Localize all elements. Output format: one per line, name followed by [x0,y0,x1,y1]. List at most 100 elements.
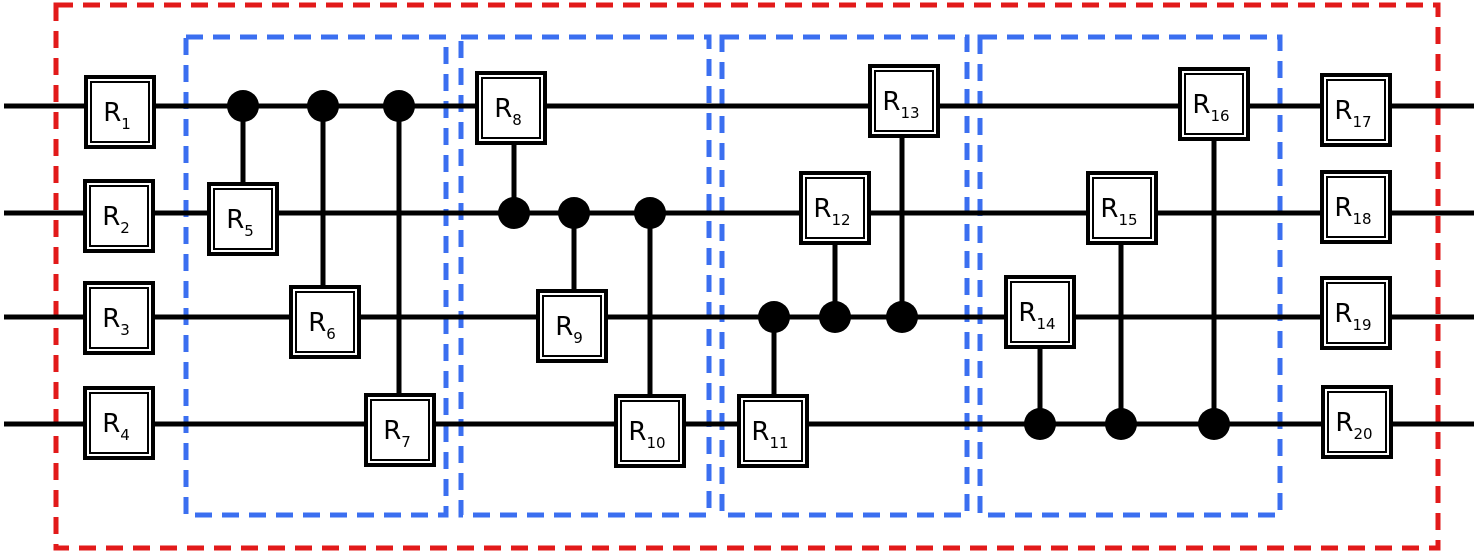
gate-subscript: 15 [1118,211,1137,229]
gate-label: R11 [751,417,788,452]
gate-inner-border [1092,177,1152,239]
gate-letter: R [308,308,326,338]
gate-label: R20 [1335,408,1372,443]
gate-outer-border [83,386,155,460]
gate-outer-border [614,394,686,468]
gate-letter: R [102,202,120,232]
gate-outer-border [1178,67,1250,141]
gate-outer-border [83,281,155,355]
wires-layer [4,103,1474,427]
gate-subscript: 2 [120,219,130,237]
gate-letter: R [1192,90,1210,120]
gate-inner-border [213,188,273,250]
gate-inner-border [743,400,803,462]
gate-inner-border [90,81,150,143]
gate-outer-border [364,393,436,467]
gate-label: R6 [308,308,336,343]
gate-label: R4 [102,409,130,444]
control-dot-r13 [886,301,918,333]
gate-label: R8 [494,94,522,129]
gate-r13: R13 [868,64,940,138]
gate-letter: R [103,98,121,128]
gate-r12: R12 [799,171,871,245]
gate-inner-border [620,400,680,462]
gate-letter: R [882,87,900,117]
gate-r14: R14 [1004,275,1076,349]
gate-r10: R10 [614,394,686,468]
control-dot-r15 [1105,408,1137,440]
control-dot-r5 [227,90,259,122]
layer-frame-4 [977,34,1283,518]
gate-inner-border [874,70,934,132]
gate-inner-border [1326,282,1386,344]
gate-subscript: 17 [1352,113,1371,131]
gate-r19: R19 [1320,276,1392,350]
gate-r15: R15 [1086,171,1158,245]
control-dot-r6 [307,90,339,122]
gate-r4: R4 [83,386,155,460]
gate-subscript: 16 [1210,107,1229,125]
gate-outer-border [1320,73,1392,147]
gate-letter: R [1335,408,1353,438]
gate-r11: R11 [737,394,809,468]
gate-outer-border [84,75,156,149]
gate-label: R5 [226,205,254,240]
gate-subscript: 18 [1352,210,1371,228]
gate-label: R10 [628,417,665,452]
gate-inner-border [1326,79,1386,141]
gate-subscript: 14 [1036,315,1055,333]
gate-outer-border [207,182,279,256]
gate-inner-border [89,392,149,454]
gate-outer-border [1320,276,1392,350]
gate-letter: R [1334,193,1352,223]
gate-subscript: 4 [120,426,130,444]
gate-letter: R [102,409,120,439]
gate-inner-border [89,287,149,349]
gate-inner-border [805,177,865,239]
gate-letter: R [751,417,769,447]
gate-inner-border [370,399,430,461]
control-dot-r12 [819,301,851,333]
gate-label: R18 [1334,193,1371,228]
gate-r16: R16 [1178,67,1250,141]
gate-inner-border [89,185,149,247]
gate-subscript: 3 [120,321,130,339]
gate-r20: R20 [1321,385,1393,459]
layer-frame-1 [183,34,449,518]
gate-letter: R [555,312,573,342]
gate-letter: R [1334,96,1352,126]
gate-label: R3 [102,304,130,339]
gate-outer-border [83,179,155,253]
gate-outer-border [475,71,547,145]
gate-r3: R3 [83,281,155,355]
gate-outer-border [1004,275,1076,349]
gate-subscript: 20 [1353,425,1372,443]
gate-outer-border [1086,171,1158,245]
gate-outer-border [1321,385,1393,459]
gate-r2: R2 [83,179,155,253]
gate-letter: R [226,205,244,235]
gate-subscript: 19 [1352,316,1371,334]
gate-label: R19 [1334,299,1371,334]
gate-label: R14 [1018,298,1055,333]
gate-label: R16 [1192,90,1229,125]
gate-outer-border [289,285,361,359]
control-dot-r7 [383,90,415,122]
gate-outer-border [536,289,608,363]
gate-inner-border [295,291,355,353]
gate-letter: R [102,304,120,334]
control-dot-r14 [1024,408,1056,440]
layer-frame-2 [458,34,712,518]
gate-r18: R18 [1320,170,1392,244]
gate-inner-border [542,295,602,357]
gate-label: R1 [103,98,131,133]
gate-label: R13 [882,87,919,122]
gate-r8: R8 [475,71,547,145]
gate-label: R15 [1100,194,1137,229]
gate-outer-border [1320,170,1392,244]
gate-letter: R [1334,299,1352,329]
gate-subscript: 8 [512,111,522,129]
gate-inner-border [481,77,541,139]
